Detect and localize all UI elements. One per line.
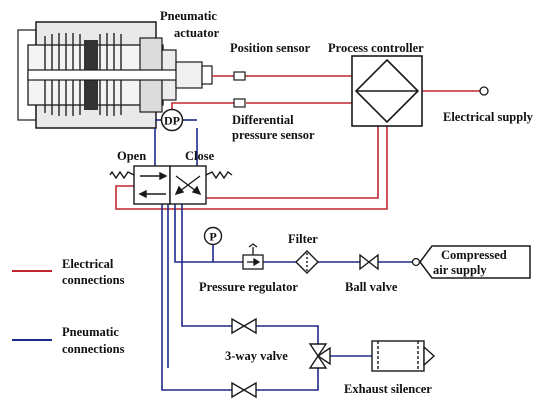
three-way-valve	[308, 343, 331, 369]
pneumatic-actuator	[17, 21, 213, 129]
legend-pneumatic-line1: Pneumatic	[62, 325, 119, 339]
pressure-symbol: P	[209, 230, 216, 244]
process-controller	[351, 55, 423, 127]
process-controller-label: Process controller	[328, 41, 424, 55]
diff-sensor-label-line2: pressure sensor	[232, 128, 315, 142]
directional-control-valve	[109, 165, 233, 205]
compressed-air-supply	[419, 245, 531, 279]
position-sensor-block	[233, 71, 246, 81]
diff-sensor-label-line1: Differential	[232, 113, 294, 127]
three-way-valve-label: 3-way valve	[225, 349, 288, 363]
legend: Electrical connections Pneumatic connect…	[12, 257, 125, 356]
electrical-supply-terminal	[479, 86, 489, 96]
ball-valve	[359, 253, 379, 271]
pressure-gauge	[203, 226, 223, 246]
position-sensor-label: Position sensor	[230, 41, 311, 55]
ball-valve-upper-branch	[231, 317, 257, 335]
pressure-regulator-label: Pressure regulator	[199, 280, 298, 294]
pressure-regulator	[242, 243, 264, 270]
filter	[295, 250, 319, 274]
legend-pneumatic-line2: connections	[62, 342, 125, 356]
filter-label: Filter	[288, 232, 318, 246]
compressed-air-label-line1: Compressed	[441, 248, 507, 262]
electrical-supply-label: Electrical supply	[443, 110, 534, 124]
legend-electrical-line2: connections	[62, 273, 125, 287]
exhaust-silencer	[371, 340, 436, 372]
exhaust-silencer-label: Exhaust silencer	[344, 382, 432, 396]
ball-valve-lower-branch	[231, 381, 257, 399]
open-label: Open	[117, 149, 146, 163]
ball-valve-label: Ball valve	[345, 280, 398, 294]
compressed-air-label-line2: air supply	[433, 263, 487, 277]
diff-sensor-block	[233, 98, 246, 108]
close-label: Close	[185, 149, 215, 163]
supply-connector	[411, 257, 421, 267]
pneumatic-piping	[154, 119, 412, 391]
differential-pressure-gauge	[160, 108, 184, 132]
dp-symbol: DP	[164, 114, 180, 128]
actuator-label-line1: Pneumatic	[160, 9, 217, 23]
legend-electrical-line1: Electrical	[62, 257, 114, 271]
electrical-wiring	[115, 75, 480, 210]
actuator-label-line2: actuator	[174, 26, 220, 40]
